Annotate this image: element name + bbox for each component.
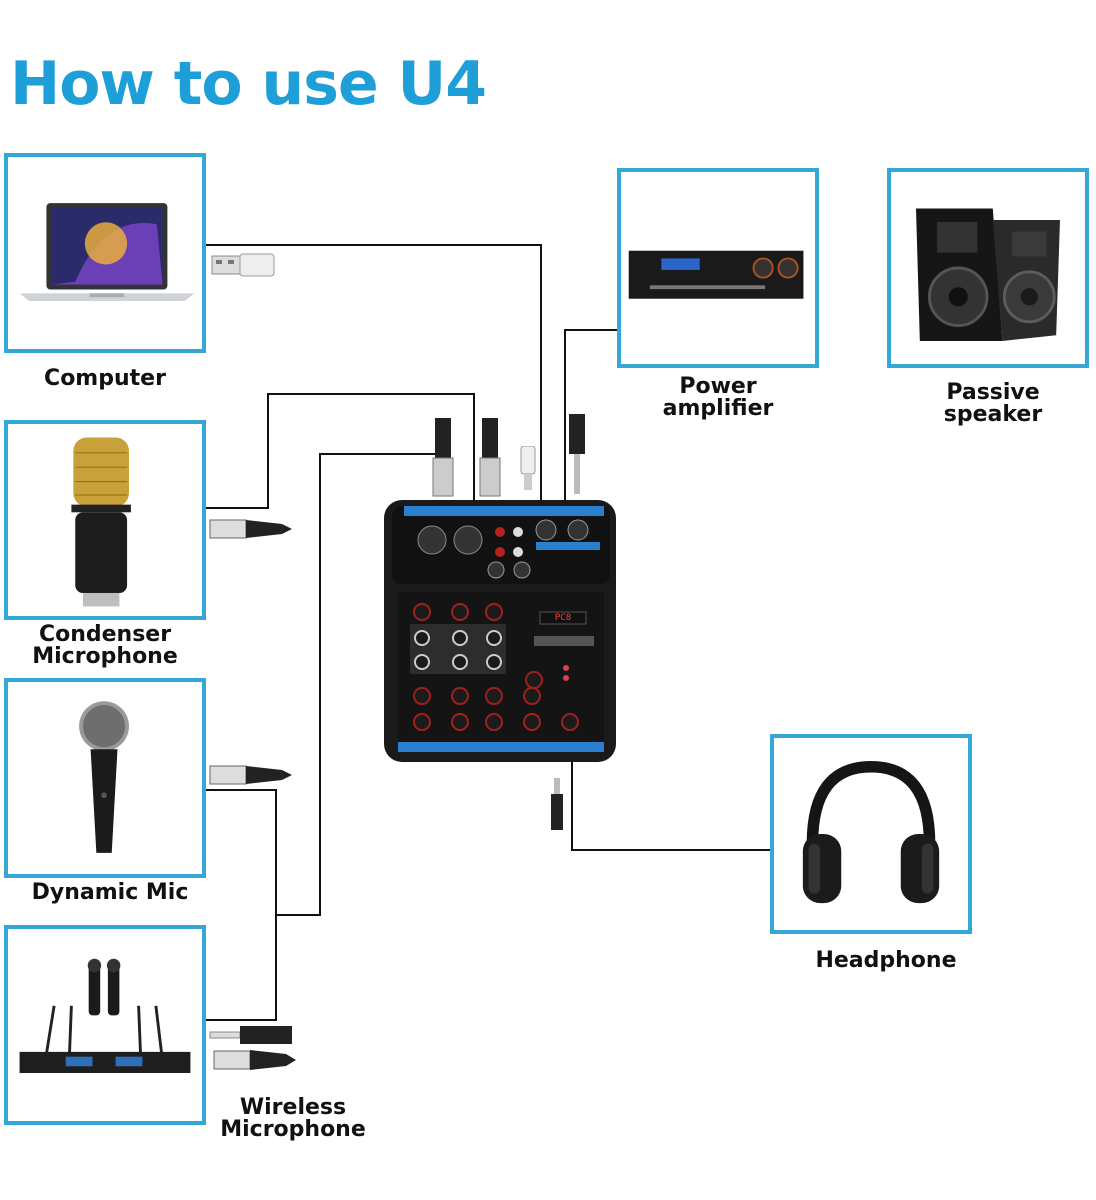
u4-mixer: PC8	[384, 500, 616, 762]
headphone-box	[770, 734, 972, 934]
headphone-icon	[802, 761, 940, 904]
computer-box	[4, 153, 206, 353]
headphone-label: Headphone	[815, 948, 957, 973]
usb-c-plug-icon	[520, 446, 536, 490]
page-title: How to use U4	[10, 49, 487, 119]
condenser-mic-box	[4, 420, 206, 620]
dynamic-mic-label: Dynamic Mic	[31, 880, 189, 905]
xlr-female-connector-icon	[209, 519, 292, 539]
power-amplifier-label: Power amplifier	[662, 374, 774, 421]
usb-wire	[206, 244, 542, 505]
mixer-display: PC8	[554, 613, 572, 623]
passive-speaker-box	[887, 168, 1089, 368]
wireless-mic-box	[4, 925, 206, 1125]
mixer-body	[384, 500, 616, 762]
usb-plug-icon	[211, 253, 275, 277]
condenser-mic-label: Condenser Microphone	[32, 622, 178, 669]
power-amplifier-box	[617, 168, 819, 368]
jack-plug-icon	[209, 1026, 292, 1044]
condenser-wire	[206, 393, 475, 509]
jack-plug-icon	[569, 414, 585, 494]
amplifier-icon	[628, 250, 804, 299]
xlr-plug-icon	[213, 1050, 296, 1070]
speaker-icon	[916, 208, 1060, 341]
passive-speaker-label: Passive speaker	[943, 380, 1043, 427]
computer-label: Computer	[44, 366, 166, 391]
dynamic-wireless-wire	[206, 789, 277, 1021]
wireless-mic-label: Wireless Microphone	[220, 1095, 366, 1142]
dynamic-mic-box	[4, 678, 206, 878]
wireless-receiver-icon	[19, 958, 191, 1073]
xlr-plug-icon	[432, 418, 454, 497]
dynamic-mic-icon	[79, 701, 129, 853]
xlr-plug-icon	[479, 418, 501, 497]
amplifier-wire	[564, 329, 617, 505]
xlr-input-wire	[276, 453, 440, 916]
headphone-wire	[571, 748, 772, 851]
xlr-connector-icon	[209, 765, 292, 785]
mini-jack-plug-icon	[551, 778, 563, 830]
condenser-mic-icon	[71, 437, 131, 607]
laptop-icon	[19, 203, 195, 301]
